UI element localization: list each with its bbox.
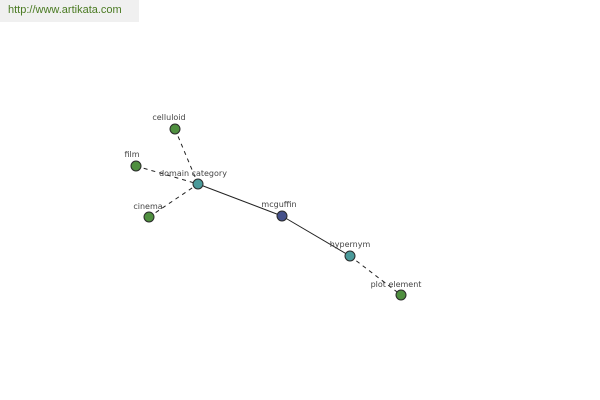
node-celluloid[interactable]: celluloid [152,113,186,135]
node-label-domain-category: domain category [159,169,227,178]
node-label-celluloid: celluloid [152,113,185,122]
node-domain-category[interactable]: domain category [159,169,227,190]
edge-cinema-to-domain-category [148,183,199,218]
node-label-hypernym: hypernym [330,240,371,249]
node-circle-plot-element[interactable] [395,289,407,301]
node-plot-element[interactable]: plot element [371,280,422,301]
edges-layer [135,128,402,296]
node-film[interactable]: film [124,150,142,172]
edge-domain-category-to-mcguffin [197,183,283,217]
edge-celluloid-to-domain-category [174,128,199,185]
node-hypernym[interactable]: hypernym [330,240,371,262]
node-circle-cinema[interactable] [143,211,155,223]
nodes-layer: celluloid film domain category cinema mcguff… [124,113,422,301]
node-label-cinema: cinema [133,202,162,211]
edge-mcguffin-to-hypernym [281,215,351,257]
node-label-plot-element: plot element [371,280,422,289]
node-circle-mcguffin[interactable] [276,210,288,222]
node-label-mcguffin: mcguffin [261,200,296,209]
edge-film-to-domain-category [135,165,199,185]
node-circle-hypernym[interactable] [344,250,356,262]
node-circle-domain-category[interactable] [192,178,204,190]
node-label-film: film [124,150,139,159]
node-cinema[interactable]: cinema [133,202,163,223]
node-circle-celluloid[interactable] [169,123,181,135]
source-url-link[interactable]: http://www.artikata.com [0,0,139,22]
node-mcguffin[interactable]: mcguffin [261,200,297,222]
node-circle-film[interactable] [130,160,142,172]
edge-hypernym-to-plot-element [349,255,402,296]
